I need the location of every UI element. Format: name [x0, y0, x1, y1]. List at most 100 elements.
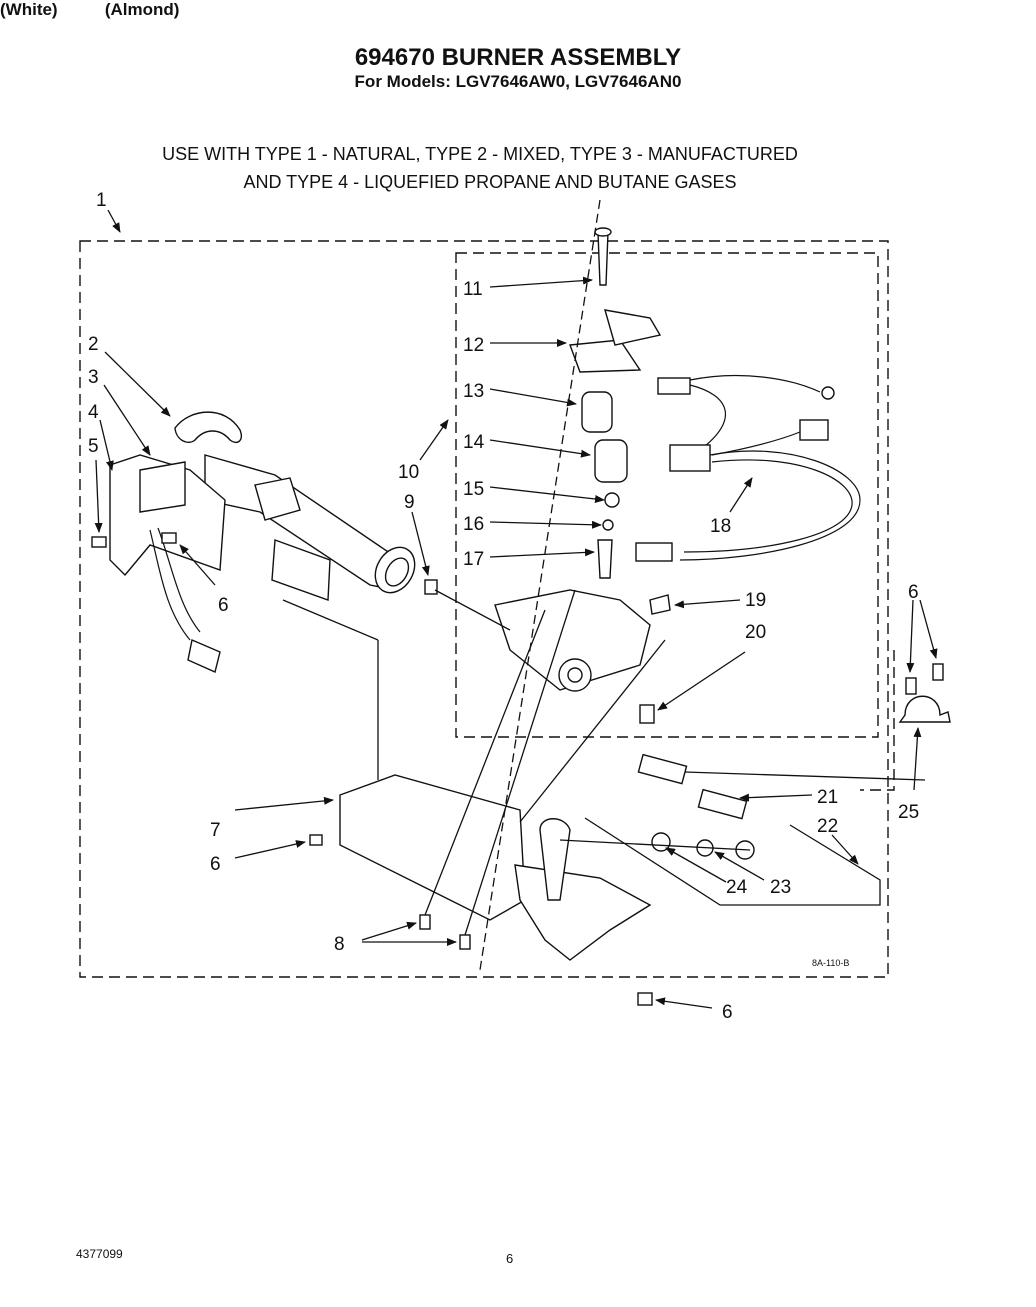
- leader-14: [489, 439, 591, 458]
- callout-1: 1: [96, 190, 107, 211]
- callout-16: 16: [463, 514, 484, 535]
- valve-subassembly-outline: [455, 252, 879, 738]
- leader-13: [489, 388, 577, 407]
- assembly-boundaries: [79, 240, 895, 978]
- harness-wire-4: [683, 459, 853, 553]
- callout-5: 5: [88, 436, 99, 457]
- leader-arrows: [94, 209, 938, 1009]
- assembly-line-9: [559, 839, 751, 851]
- pressure-tap-plug: [649, 594, 671, 615]
- callout-6-bottom: 6: [722, 1002, 733, 1023]
- wiring-harness: [635, 374, 861, 562]
- screw-8b: [459, 934, 471, 950]
- mount-tab: [539, 818, 571, 901]
- callout-10: 10: [398, 462, 419, 483]
- leader-23: [714, 851, 765, 881]
- harness-wire-1: [689, 374, 821, 393]
- leader-3: [103, 384, 151, 456]
- harness-connector-1: [657, 377, 691, 395]
- finishes-line: (White) (Almond): [0, 0, 180, 19]
- assembly-lines: [282, 199, 926, 971]
- harness-wire-5: [711, 431, 801, 456]
- pipe-clamp: [898, 695, 951, 723]
- leader-5: [94, 459, 103, 533]
- burner-bracket-plate: [271, 539, 331, 601]
- callout-3: 3: [88, 367, 99, 388]
- burner-flame-spreader: [174, 411, 242, 444]
- harness-connector-3: [799, 419, 829, 441]
- harness-wire-3: [679, 450, 861, 561]
- clamp-screw-1: [905, 677, 917, 695]
- assembly-outline-1: [79, 240, 889, 978]
- callout-6-left: 6: [218, 595, 229, 616]
- assembly-line-7: [684, 771, 926, 781]
- flare-nut: [651, 832, 671, 852]
- callout-25: 25: [898, 802, 919, 823]
- valve-screw: [597, 231, 609, 286]
- leader-6d-a: [906, 599, 915, 673]
- callout-2: 2: [88, 334, 99, 355]
- leader-24: [665, 847, 727, 883]
- callout-21: 21: [817, 787, 838, 808]
- callout-20: 20: [745, 622, 766, 643]
- callout-12: 12: [463, 335, 484, 356]
- screw-8a: [419, 914, 431, 930]
- clamp-screw-2: [932, 663, 944, 681]
- valve-mount-bracket: [514, 864, 652, 961]
- screws: [91, 532, 653, 1006]
- burner-base-bracket: [339, 774, 526, 921]
- leader-6c: [655, 997, 713, 1009]
- callout-17: 17: [463, 549, 484, 570]
- callout-6-base: 6: [210, 854, 221, 875]
- burner-base-group: [339, 663, 951, 961]
- right-dashed-bracket: [860, 650, 895, 791]
- valve-spring: [597, 539, 613, 579]
- harness-connector-2: [669, 444, 711, 472]
- leader-17: [489, 548, 595, 558]
- page-title: 694670 BURNER ASSEMBLY: [354, 44, 682, 71]
- leader-6b: [234, 840, 306, 859]
- screw-5: [91, 536, 107, 548]
- burner-tube-group: [109, 411, 416, 673]
- callout-19: 19: [745, 590, 766, 611]
- callout-numbers: 1 2 3 4 5 6 7 6 8 9 10 11 12 13 14 15 16…: [88, 190, 919, 1023]
- pipe-nipple-1: [637, 753, 688, 785]
- burner-tube-inner: [384, 557, 410, 587]
- page-number: 6: [506, 1251, 514, 1266]
- gas-type-notice-line-2: AND TYPE 4 - LIQUEFIED PROPANE AND BUTAN…: [243, 172, 737, 192]
- leader-7: [234, 796, 334, 811]
- igniter-bracket: [109, 454, 226, 577]
- screw-9: [424, 579, 438, 595]
- valve-plunger: [602, 519, 614, 531]
- leader-21: [739, 793, 813, 802]
- valve-coil-2: [594, 439, 628, 483]
- assembly-line-2: [282, 599, 379, 641]
- leader-25: [913, 727, 922, 791]
- callout-24: 24: [726, 877, 748, 898]
- igniter-wire-a: [149, 529, 191, 641]
- callout-6-clamp: 6: [908, 582, 919, 603]
- leader-8a: [361, 921, 417, 941]
- callout-23: 23: [770, 877, 791, 898]
- callout-8: 8: [334, 934, 345, 955]
- assembly-line-5: [464, 589, 576, 936]
- callout-18: 18: [710, 516, 731, 537]
- valve-outlet-bore: [567, 667, 583, 683]
- leader-11: [489, 276, 593, 288]
- callout-22: 22: [817, 816, 838, 837]
- coil-cover-top: [604, 309, 662, 346]
- valve-screw-head: [594, 227, 612, 237]
- coil-cover-plate: [569, 339, 642, 373]
- models-line: For Models: LGV7646AW0, LGV7646AN0: [354, 72, 682, 91]
- leader-6d-b: [919, 599, 938, 659]
- callout-11: 11: [463, 279, 483, 300]
- screw-6c: [637, 992, 653, 1006]
- gas-type-notice-line-1: USE WITH TYPE 1 - NATURAL, TYPE 2 - MIXE…: [162, 144, 798, 164]
- leader-4: [99, 419, 114, 471]
- callout-15: 15: [463, 479, 484, 500]
- assembly-line-4: [424, 609, 546, 916]
- leader-19: [674, 599, 741, 609]
- flame-sensor: [139, 461, 186, 513]
- valve-coil-1: [581, 391, 613, 433]
- valve-nut: [604, 492, 620, 508]
